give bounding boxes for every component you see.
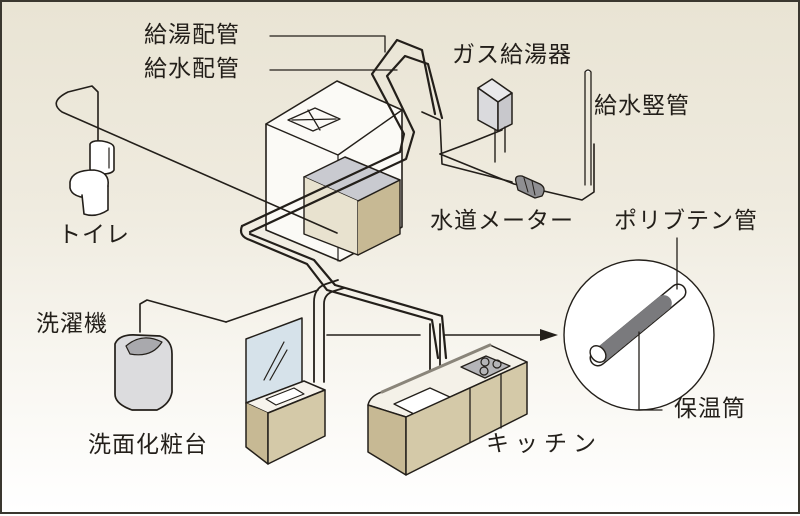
water-meter-icon xyxy=(514,175,545,199)
pipe-detail-circle xyxy=(563,237,715,411)
kitchen-icon xyxy=(367,343,528,476)
label-gas-water-heater: ガス給湯器 xyxy=(452,42,572,68)
washbasin-vanity-icon xyxy=(245,317,326,465)
label-water-riser-pipe: 給水竪管 xyxy=(594,93,690,119)
label-kitchen: キッチン xyxy=(486,431,602,457)
label-water-supply-pipe: 給水配管 xyxy=(144,56,240,82)
label-washing-machine: 洗濯機 xyxy=(36,311,108,337)
label-water-meter: 水道メーター xyxy=(430,208,574,234)
vent-icon xyxy=(287,107,341,132)
washing-machine-icon xyxy=(114,334,173,411)
water-riser-pipe xyxy=(584,69,592,186)
label-toilet: トイレ xyxy=(58,222,130,248)
label-hot-water-pipe: 給湯配管 xyxy=(144,22,240,48)
toilet-icon xyxy=(69,140,115,217)
gas-water-heater xyxy=(477,78,513,163)
label-polybutene-pipe: ポリブテン管 xyxy=(614,208,758,234)
leader-hot-water-pipe xyxy=(269,35,386,53)
arrow-icon xyxy=(540,329,558,341)
hot-water-pipe xyxy=(239,38,448,360)
vanity-supply-pipes xyxy=(313,279,441,383)
label-washbasin-vanity: 洗面化粧台 xyxy=(88,432,208,458)
label-insulation-sleeve: 保温筒 xyxy=(674,396,746,422)
